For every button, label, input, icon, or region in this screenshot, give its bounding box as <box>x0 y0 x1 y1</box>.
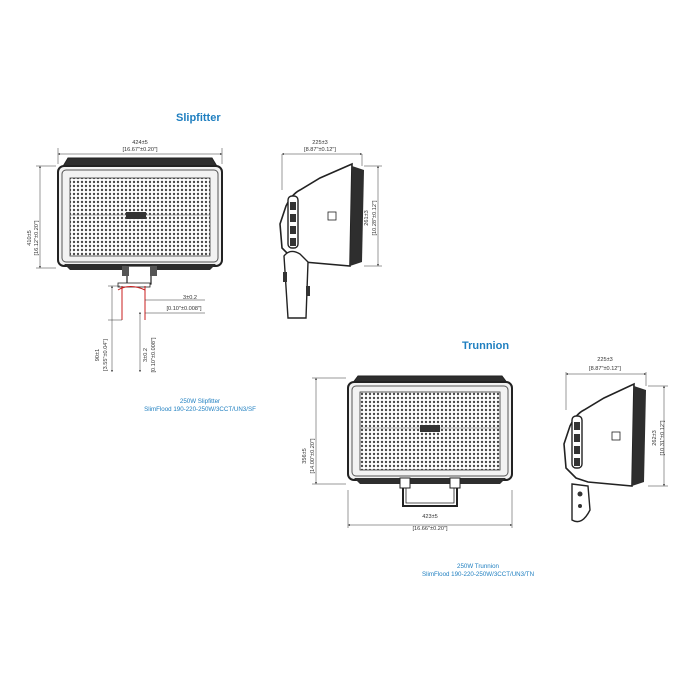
trunnion-side-height-in: [10.31"±0.12"] <box>660 420 666 455</box>
slipfitter-side-height: 261±3 <box>364 210 370 226</box>
slipfitter-side-width: 225±3 <box>312 140 328 146</box>
slipfitter-front-height-in: [16.12"±0.20"] <box>34 220 40 255</box>
trunnion-front-width-in: [16.66"±0.20"] <box>412 526 447 532</box>
trunnion-front-height: 356±5 <box>302 448 308 464</box>
trunnion-caption-line2: SlimFlood 190-220-250W/3CCT/UN3/TN <box>421 571 535 578</box>
slipfitter-front-width-in: [16.67"±0.20"] <box>122 147 157 153</box>
trunnion-side-height: 262±3 <box>652 430 658 446</box>
slipfitter-front-dimensions: 424±5 [16.67"±0.20"] 410±5 [16.12"±0.20"… <box>27 140 222 373</box>
slipfitter-caption-line2: SlimFlood 190-220-250W/3CCT/UN3/SF <box>144 406 256 413</box>
slipfitter-side-width-in: [8.87"±0.12"] <box>304 147 336 153</box>
trunnion-side-width-in: [8.87"±0.12"] <box>589 366 621 372</box>
slipfitter-caption-line1: 250W Slipfitter <box>179 398 221 405</box>
slipfitter-gap: 3±0.2 <box>183 295 197 301</box>
slipfitter-tenon-gap-in: [0.10"±0.008"] <box>151 337 157 372</box>
trunnion-front-view <box>312 375 513 528</box>
slipfitter-tenon: 90±1 <box>95 349 101 361</box>
trunnion-front-dimensions: 423±5 [16.66"±0.20"] 356±5 [14.00"±0.20"… <box>302 378 512 532</box>
trunnion-title: Trunnion <box>462 340 510 352</box>
slipfitter-side-height-in: [10.28"±0.12"] <box>372 200 378 235</box>
slipfitter-caption: 250W Slipfitter SlimFlood 190-220-250W/3… <box>100 398 300 414</box>
trunnion-caption: 250W Trunnion SlimFlood 190-220-250W/3CC… <box>378 563 578 579</box>
slipfitter-front-width: 424±5 <box>132 140 148 146</box>
trunnion-side-view <box>563 372 668 523</box>
trunnion-front-width: 423±5 <box>422 514 438 520</box>
slipfitter-gap-in: [0.10"±0.008"] <box>166 306 201 312</box>
trunnion-side-dimensions: 225±3 [8.87"±0.12"] 262±3 [10.31"±0.12"] <box>566 357 666 486</box>
slipfitter-front-height: 410±5 <box>27 230 33 246</box>
slipfitter-side-dimensions: 225±3 [8.87"±0.12"] 261±3 [10.28"±0.12"] <box>282 140 379 266</box>
slipfitter-tenon-in: [3.55"±0.04"] <box>103 339 109 371</box>
slipfitter-tenon-gap: 3±0.2 <box>143 348 149 362</box>
trunnion-caption-line1: 250W Trunnion <box>457 563 499 570</box>
slipfitter-side-view <box>279 154 382 319</box>
trunnion-side-width: 225±3 <box>597 357 613 363</box>
slipfitter-front-view <box>36 148 223 321</box>
slipfitter-title: Slipfitter <box>176 112 221 124</box>
trunnion-front-height-in: [14.00"±0.20"] <box>310 438 316 473</box>
